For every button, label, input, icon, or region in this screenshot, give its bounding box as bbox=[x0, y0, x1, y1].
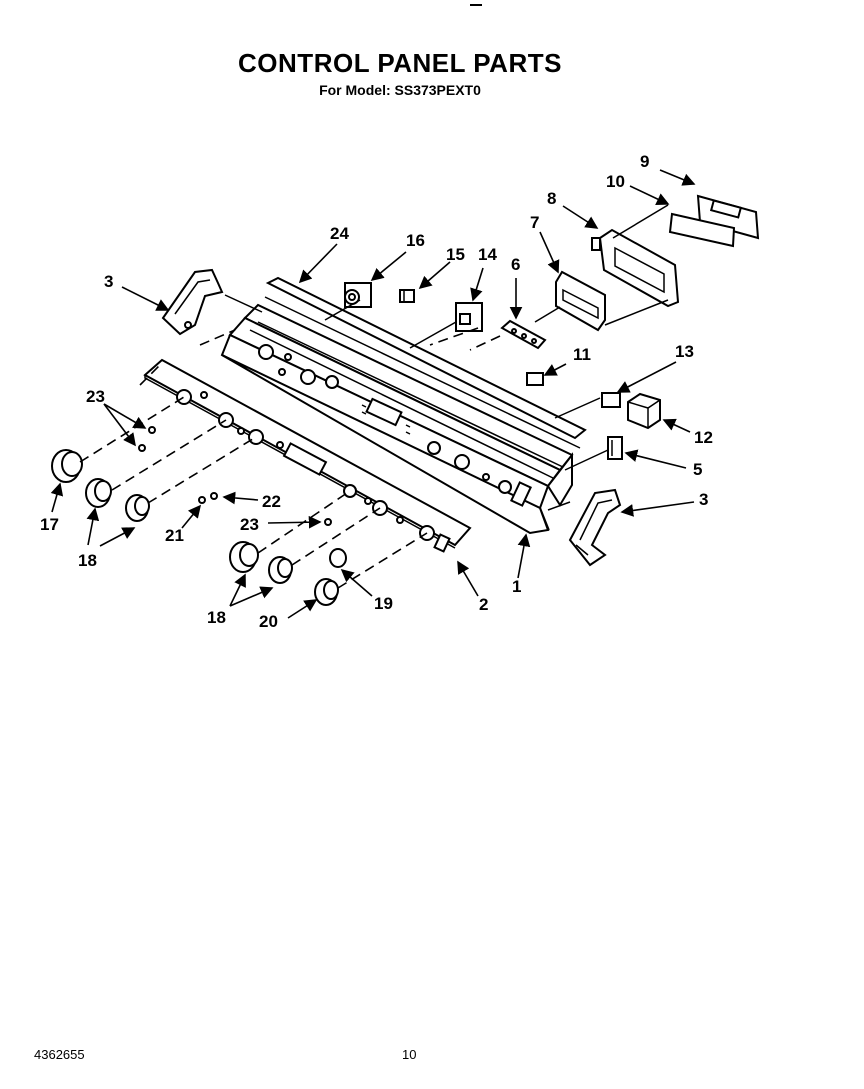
switch-5 bbox=[607, 436, 623, 460]
model-subtitle: For Model: SS373PEXT0 bbox=[319, 82, 481, 98]
connector-13 bbox=[601, 392, 621, 408]
mount-plate-8 bbox=[591, 228, 680, 308]
page-number: 10 bbox=[402, 1047, 417, 1062]
module-14 bbox=[455, 302, 483, 332]
callout-23-right: 23 bbox=[240, 515, 259, 534]
callout-23-left: 23 bbox=[86, 387, 105, 406]
leader-arrows bbox=[50, 169, 696, 619]
callout-22: 22 bbox=[262, 492, 281, 511]
top-mark bbox=[470, 0, 482, 6]
callout-17: 17 bbox=[40, 515, 59, 534]
callout-16: 16 bbox=[406, 231, 425, 250]
knob-20 bbox=[314, 578, 339, 606]
knob-17 bbox=[51, 449, 83, 483]
knob-unlabeled bbox=[125, 494, 150, 522]
callout-24: 24 bbox=[330, 224, 349, 243]
document-code: 4362655 bbox=[34, 1047, 85, 1062]
callout-3-right: 3 bbox=[699, 490, 708, 509]
console-housing bbox=[220, 303, 574, 535]
knob-18-left bbox=[85, 478, 112, 508]
callout-8: 8 bbox=[547, 189, 556, 208]
connector-11 bbox=[526, 372, 544, 386]
connector-15 bbox=[399, 289, 415, 303]
top-strip bbox=[264, 276, 587, 449]
callout-1: 1 bbox=[512, 577, 521, 596]
bracket-7 bbox=[555, 270, 606, 332]
callout-18-right: 18 bbox=[207, 608, 226, 627]
fasteners bbox=[138, 426, 332, 526]
callout-21: 21 bbox=[165, 526, 184, 545]
switch-16 bbox=[344, 282, 372, 308]
knob-19 bbox=[329, 548, 347, 568]
callout-10: 10 bbox=[606, 172, 625, 191]
knob-unlabeled-2 bbox=[268, 556, 293, 584]
end-cap-right bbox=[568, 488, 622, 567]
callout-7: 7 bbox=[530, 213, 539, 232]
callout-11: 11 bbox=[573, 345, 591, 364]
gasket-10 bbox=[668, 212, 736, 248]
callout-15: 15 bbox=[446, 245, 465, 264]
callout-3-left: 3 bbox=[104, 272, 113, 291]
callout-2: 2 bbox=[479, 595, 488, 614]
front-overlay-panel bbox=[143, 358, 472, 553]
callout-19: 19 bbox=[374, 594, 393, 613]
switch-12 bbox=[627, 392, 661, 430]
callout-5: 5 bbox=[693, 460, 702, 479]
knob-18-right bbox=[229, 541, 259, 573]
callout-9: 9 bbox=[640, 152, 649, 171]
page-title: CONTROL PANEL PARTS bbox=[238, 48, 562, 78]
end-cap-left bbox=[161, 268, 224, 336]
display-lens-9 bbox=[696, 194, 760, 240]
callout-14: 14 bbox=[478, 245, 497, 264]
callout-20: 20 bbox=[259, 612, 278, 631]
board-6 bbox=[500, 319, 547, 350]
callout-labels: 1 2 3 3 5 6 7 8 9 10 11 12 13 14 15 16 1… bbox=[40, 152, 713, 631]
callout-12: 12 bbox=[694, 428, 713, 447]
callout-6: 6 bbox=[511, 255, 520, 274]
callout-13: 13 bbox=[675, 342, 694, 361]
callout-18-left: 18 bbox=[78, 551, 97, 570]
